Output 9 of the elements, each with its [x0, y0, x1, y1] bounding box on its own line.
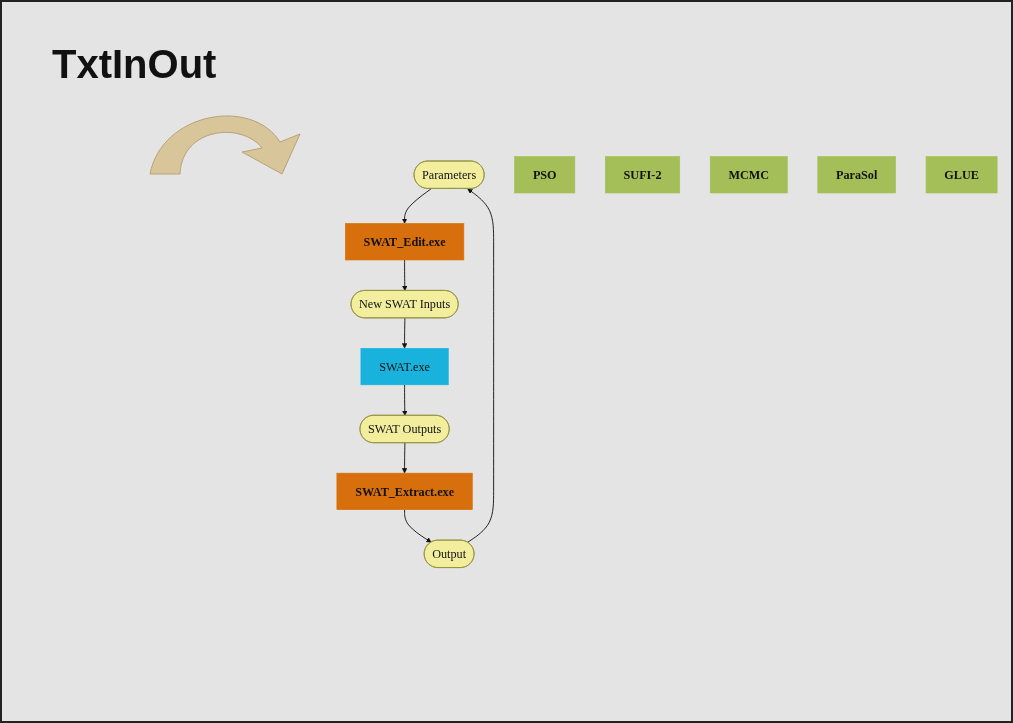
node-box: ParaSol	[817, 156, 896, 194]
node-box: MCMC	[709, 156, 788, 194]
diagram-title: TxtInOut	[52, 42, 217, 87]
node-box: SWAT_Extract.exe	[336, 472, 473, 510]
node-box: SWAT.exe	[360, 348, 449, 386]
node-box: SWAT_Edit.exe	[345, 223, 465, 261]
node-box: PSO	[514, 156, 576, 194]
node-box: SUFI-2	[605, 156, 681, 194]
node-box: GLUE	[925, 156, 998, 194]
